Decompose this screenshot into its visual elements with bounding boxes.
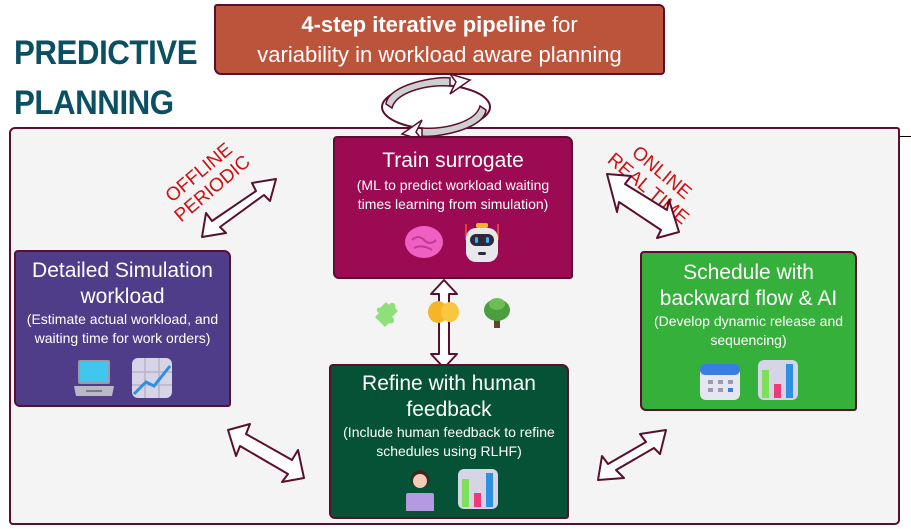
page-title-line1: PREDICTIVE	[14, 34, 198, 72]
step-title: Detailed Simulation workload	[32, 259, 213, 308]
bar-chart-icon	[456, 467, 500, 511]
step-schedule-backward-flow: Schedule with backward flow & AI (Develo…	[640, 251, 857, 411]
tree-icon	[480, 296, 514, 330]
page-title: PREDICTIVE PLANNING	[14, 28, 207, 128]
woman-at-laptop-icon	[398, 467, 442, 511]
line-chart-icon	[130, 356, 174, 400]
robot-icon	[460, 220, 504, 264]
edge-line	[900, 136, 911, 137]
double-arrow-refine-schedule	[597, 429, 667, 481]
middle-icons	[372, 296, 514, 330]
step-detailed-simulation: Detailed Simulation workload (Estimate a…	[14, 250, 231, 407]
double-arrow-sim-refine	[227, 423, 305, 483]
double-arrow-online	[606, 173, 680, 239]
step-refine-human-feedback: Refine with human feedback (Include huma…	[329, 364, 569, 519]
double-arrow-offline	[201, 178, 277, 238]
step-description: (Include human feedback to refine schedu…	[343, 424, 555, 459]
laptop-icon	[72, 356, 116, 400]
pipeline-banner: 4-step iterative pipeline for variabilit…	[214, 4, 665, 75]
step-train-surrogate: Train surrogate (ML to predict workload …	[333, 136, 573, 279]
brain-icon	[402, 220, 446, 264]
handshake-icon	[426, 296, 460, 330]
page-title-line2: PLANNING	[14, 84, 174, 122]
step-title: Refine with human feedback	[362, 372, 536, 421]
banner-line2: variability in workload aware planning	[257, 42, 622, 67]
calendar-icon	[698, 358, 742, 402]
step-title: Schedule with backward flow & AI	[659, 261, 838, 310]
step-description: (ML to predict workload waiting times le…	[356, 177, 550, 212]
step-description: (Develop dynamic release and sequencing)	[653, 313, 844, 348]
banner-text: for	[545, 12, 578, 37]
cycle-arrows-icon	[381, 72, 491, 142]
bar-chart-icon	[756, 358, 800, 402]
step-description: (Estimate actual workload, and waiting t…	[26, 311, 219, 346]
step-title: Train surrogate	[382, 149, 524, 172]
puzzle-piece-icon	[372, 296, 406, 330]
banner-bold-text: 4-step iterative pipeline	[301, 12, 546, 37]
